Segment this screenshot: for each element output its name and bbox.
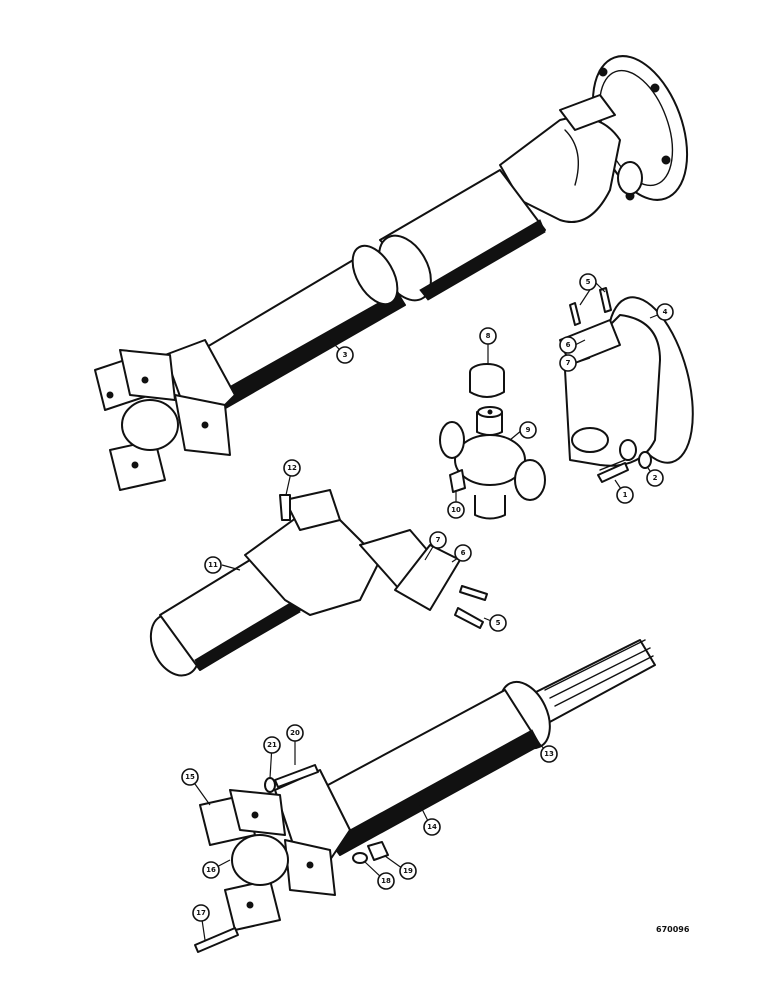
callout-6a: 6: [559, 336, 577, 354]
svg-text:9: 9: [526, 426, 531, 434]
lower-cross-joint: [199, 789, 336, 931]
lower-drive-shaft: [194, 639, 656, 953]
slip-yoke: [149, 489, 488, 677]
callout-10: 10: [447, 501, 465, 519]
callout-5a: 5: [579, 273, 597, 291]
callout-9: 9: [519, 421, 537, 439]
callout-20: 20: [286, 724, 304, 742]
callout-19: 19: [399, 862, 417, 880]
svg-text:14: 14: [427, 823, 437, 831]
upper-drive-shaft: [94, 55, 689, 491]
svg-text:4: 4: [663, 308, 668, 316]
svg-text:7: 7: [436, 536, 441, 544]
callout-13: 13: [540, 745, 558, 763]
svg-text:8: 8: [486, 332, 491, 340]
svg-text:6: 6: [566, 341, 571, 349]
callout-18: 18: [377, 872, 395, 890]
svg-text:16: 16: [206, 866, 216, 874]
upper-cross-joint: [94, 349, 231, 491]
svg-text:10: 10: [451, 506, 461, 514]
callouts: 3 1 2 4 5 6 7 8 9 10 11 12 7 6 5 13 14 1…: [181, 273, 674, 922]
callout-8: 8: [479, 327, 497, 345]
spider-assembly: [439, 363, 546, 520]
svg-text:13: 13: [544, 750, 554, 758]
callout-16: 16: [202, 861, 220, 879]
svg-text:3: 3: [343, 351, 348, 359]
callout-5b: 5: [489, 614, 507, 632]
callout-17: 17: [192, 904, 210, 922]
svg-text:1: 1: [623, 491, 628, 499]
callout-12: 12: [283, 459, 301, 477]
svg-text:21: 21: [267, 741, 277, 749]
svg-text:5: 5: [586, 278, 591, 286]
svg-text:6: 6: [461, 549, 466, 557]
callout-1: 1: [616, 486, 634, 504]
svg-text:11: 11: [208, 561, 218, 569]
svg-text:7: 7: [566, 359, 571, 367]
svg-text:12: 12: [287, 464, 297, 472]
catalog-number: 670096: [656, 925, 690, 934]
svg-text:20: 20: [290, 729, 300, 737]
callout-7a: 7: [559, 354, 577, 372]
svg-text:2: 2: [653, 474, 658, 482]
callout-15: 15: [181, 768, 199, 786]
callout-14: 14: [423, 818, 441, 836]
flange-yoke-detail: [559, 287, 694, 483]
svg-text:15: 15: [185, 773, 195, 781]
svg-text:5: 5: [496, 619, 501, 627]
callout-11: 11: [204, 556, 222, 574]
callout-2: 2: [646, 469, 664, 487]
callout-21: 21: [263, 736, 281, 754]
svg-text:19: 19: [403, 867, 413, 875]
callout-7b: 7: [429, 531, 447, 549]
callout-3: 3: [336, 346, 354, 364]
svg-text:18: 18: [381, 877, 391, 885]
svg-text:17: 17: [196, 909, 206, 917]
callout-4: 4: [656, 303, 674, 321]
callout-6b: 6: [454, 544, 472, 562]
